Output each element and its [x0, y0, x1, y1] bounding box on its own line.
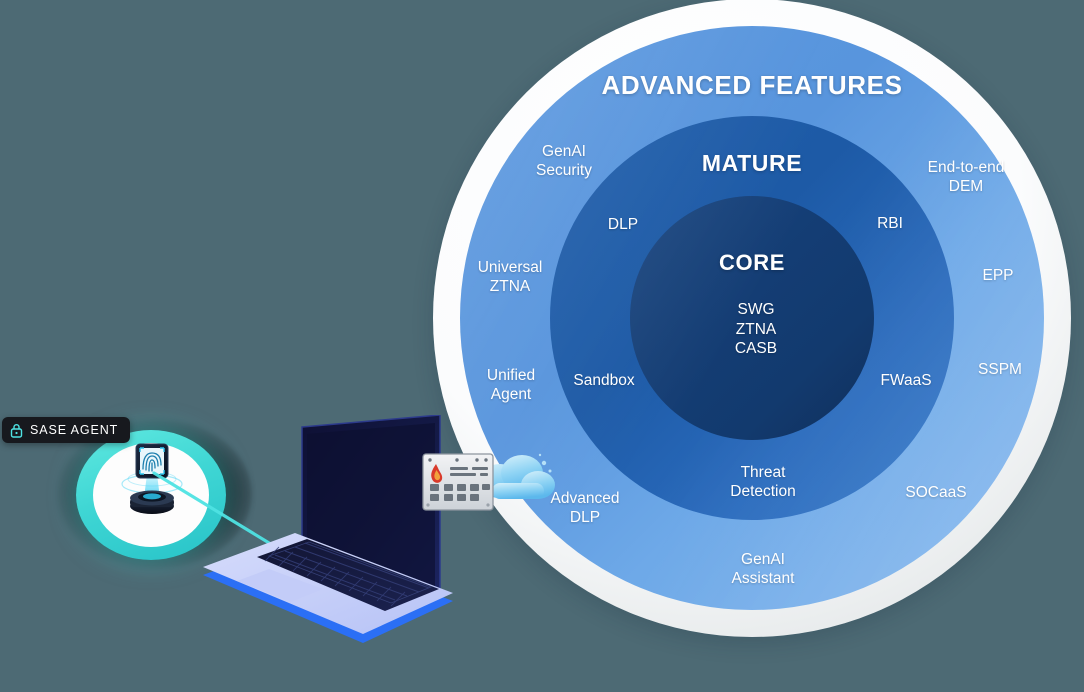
sase-agent-badge-label: SASE AGENT [30, 423, 119, 437]
lock-icon [10, 423, 23, 438]
label-core-services: SWG ZTNA CASB [734, 301, 778, 357]
ring-title-advanced-features: ADVANCED FEATURES [601, 70, 903, 100]
fingerprint-scanner-icon [121, 443, 183, 514]
firewall-appliance-icon [422, 453, 494, 511]
label-universal-ztna: Universal ZTNA [477, 259, 543, 295]
label-socaas: SOCaaS [905, 484, 967, 501]
cloud-icon [478, 453, 555, 499]
ring-core [630, 196, 874, 440]
label-advanced-dlp: Advanced DLP [550, 490, 620, 526]
label-end-to-end-dem: End-to-end DEM [927, 159, 1005, 195]
ring-title-core: CORE [719, 250, 785, 275]
label-rbi: RBI [877, 215, 903, 232]
label-threat-detection: Threat Detection [730, 464, 796, 500]
label-sandbox: Sandbox [573, 372, 635, 389]
label-fwaas: FWaaS [880, 372, 932, 389]
label-genai-security: GenAI Security [536, 143, 592, 179]
label-sspm: SSPM [978, 361, 1022, 378]
label-epp: EPP [982, 267, 1014, 284]
laptop-icon [203, 415, 453, 643]
label-unified-agent: Unified Agent [486, 367, 536, 403]
label-genai-assistant: GenAI Assistant [731, 551, 795, 587]
ring-title-mature: MATURE [701, 150, 803, 176]
sase-agent-badge[interactable]: SASE AGENT [2, 417, 131, 443]
label-dlp: DLP [607, 216, 639, 233]
